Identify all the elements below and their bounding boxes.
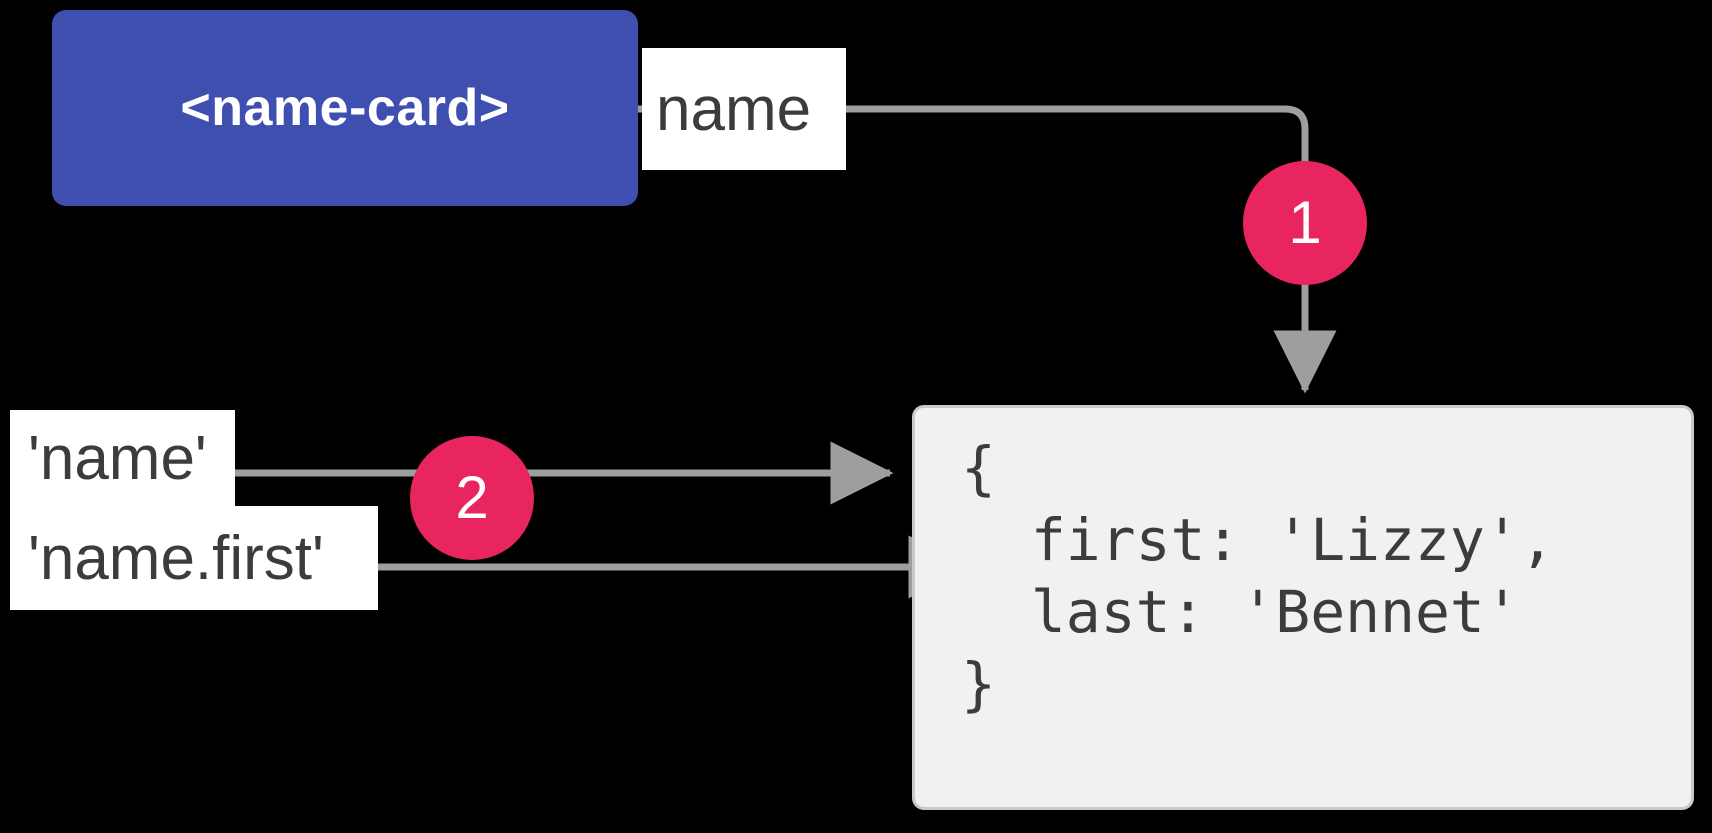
- property-name-label: name: [656, 74, 812, 144]
- binding-expression-name[interactable]: 'name': [10, 410, 235, 506]
- step-badge-2[interactable]: 2: [410, 436, 534, 560]
- property-name-chip[interactable]: name: [642, 48, 846, 170]
- step-badge-2-number: 2: [455, 464, 489, 531]
- binding-expression-name-first[interactable]: 'name.first': [10, 506, 378, 610]
- step-badge-1-number: 1: [1288, 189, 1322, 256]
- step-badge-1[interactable]: 1: [1243, 161, 1367, 285]
- binding-expression-name-first-label: 'name.first': [28, 523, 324, 593]
- component-element-box[interactable]: <name-card>: [52, 10, 638, 206]
- data-object-code: { first: 'Lizzy', last: 'Bennet' }: [961, 434, 1555, 718]
- wire-prop-to-object: [840, 105, 1337, 394]
- data-object-box: { first: 'Lizzy', last: 'Bennet' }: [912, 405, 1694, 810]
- component-tag-label: <name-card>: [180, 79, 510, 137]
- binding-expression-name-label: 'name': [28, 423, 207, 493]
